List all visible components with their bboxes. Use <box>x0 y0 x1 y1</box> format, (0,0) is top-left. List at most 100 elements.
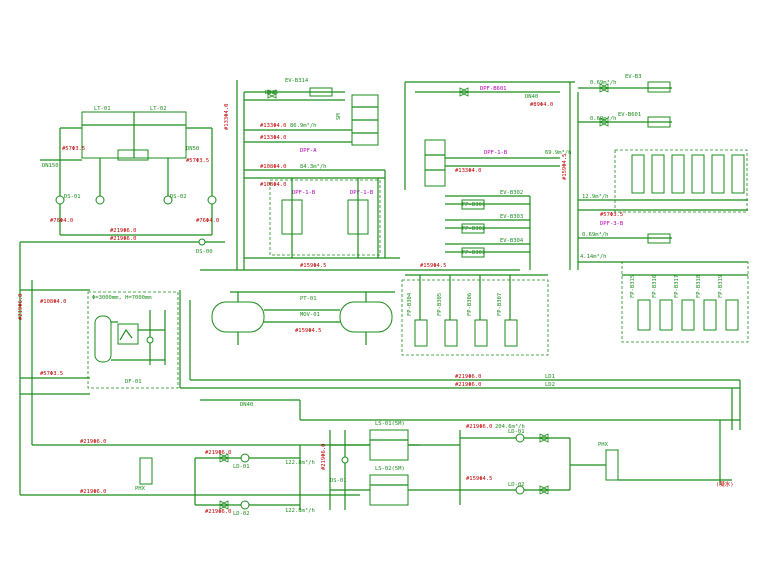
trunk-label-2: #219Φ6.0 <box>455 382 482 388</box>
flow-ahu-2: 84.3m³/h <box>300 163 327 170</box>
df01-label: DF-01 <box>125 379 142 385</box>
pipe-133-r: #133Φ4.0 <box>455 168 482 174</box>
pump-pipe-1: #219Φ6.0 <box>205 450 232 456</box>
header-label-2: #219Φ6.0 <box>110 236 137 242</box>
pipe-label-ds01: #76Φ4.0 <box>50 218 73 224</box>
flow-r-3: 0.69m³/h <box>590 115 617 122</box>
dpf-a-label: DPF-A <box>300 148 317 154</box>
header-label-1: #219Φ6.0 <box>110 228 137 234</box>
fp-mid-4: FP-B307 <box>497 293 503 316</box>
ev-row-3: EV-B304 <box>500 238 524 244</box>
riser-label: #159Φ4.5 <box>562 154 568 181</box>
dn-label-left: DN150 <box>42 163 59 169</box>
flow-r-1: 69.9m³/h <box>545 149 572 156</box>
trunk-ld1: LD1 <box>545 374 555 380</box>
header-159-b: #159Φ4.5 <box>420 263 447 269</box>
pipe-108-a: #108Φ4.0 <box>260 164 287 170</box>
flow-ahu-1: 86.9m³/h <box>290 122 317 129</box>
left-trunk: #219Φ6.0 #108Φ4.0 #57Φ3.5 <box>18 242 90 495</box>
dpf-b-r-label: DPF-1-B <box>484 150 508 156</box>
df01-tank-group: Φ=3000mm, H=7000mm DF-01 <box>87 291 179 389</box>
lt01-label: LT-01 <box>94 106 111 112</box>
ls02-label: LS-02(5M) <box>375 466 405 472</box>
center-top-group: #133Φ4.0 EV-B314 DN25 SM #133Φ4.0 #133Φ4… <box>224 78 400 270</box>
flow-r-4: 12.9m³/h <box>582 193 609 200</box>
fp-right-4: FP-B318 <box>696 275 702 298</box>
lt-tank-group: LT-01 LT-02 DN150 DN50 #57Φ3.5 #57Φ3.5 D… <box>20 106 225 255</box>
trunk-label-1: #219Φ6.0 <box>455 374 482 380</box>
pump-r-pipe: #219Φ6.0 <box>466 424 493 430</box>
pipe-label-ds02: #76Φ4.0 <box>196 218 219 224</box>
fp-row-1: FP-B301 <box>462 202 485 208</box>
fp-row-2: FP-B302 <box>462 226 485 232</box>
pump-ld01-r: LD-01 <box>508 429 525 435</box>
ev-fp-units: EV-B302 FP-B301 EV-B303 FP-B302 EV-B304 … <box>445 190 531 270</box>
pump-r-pipe-2: #159Φ4.5 <box>466 476 493 482</box>
ev-row-2: EV-B303 <box>500 214 523 220</box>
dpf-coil-1: DPF-1-B <box>292 190 316 196</box>
trunk-lines: #219Φ6.0 #219Φ6.0 LD1 LD2 DN40 #219Φ6.0 … <box>20 290 741 496</box>
pump-r-flow: 204.6m³/h <box>495 423 525 430</box>
pump-row-left: LD-01 LD-02 #219Φ6.0 #219Φ6.0 122.8m³/h … <box>135 445 315 517</box>
valve-markers <box>219 83 609 510</box>
pump-ld01: LD-01 <box>233 464 250 470</box>
fp-mid-1: FP-B304 <box>407 292 413 316</box>
dn40-label: DN40 <box>240 402 253 408</box>
mov-header-group: #159Φ4.5 #159Φ4.5 PT-01 MOV-01 #159Φ4.5 <box>200 263 520 345</box>
pump-pipe-2: #219Φ6.0 <box>205 509 232 515</box>
lt02-label: LT-02 <box>150 106 167 112</box>
hx-label: PHX <box>135 486 146 492</box>
pipe-89-r: #89Φ4.0 <box>530 102 553 108</box>
top-right-group: DPF-B601 DN40 #89Φ4.0 DPF-1-B 69.9m³/h #… <box>404 74 748 270</box>
unit-group-mid: FP-B304 FP-B305 FP-B306 FP-B307 <box>401 274 549 356</box>
dn40-r: DN40 <box>525 94 538 100</box>
pt01-label: PT-01 <box>300 296 317 302</box>
ds02-label: DS-02 <box>170 194 187 200</box>
bottom-pipe-1: #219Φ6.0 <box>80 439 107 445</box>
dn-label-right: DN50 <box>186 146 199 152</box>
outlet-label: (凝水) <box>716 480 734 488</box>
ls-ds: DS-01 <box>330 478 347 484</box>
fp-right-2: FP-B316 <box>652 275 658 298</box>
tank-note: Φ=3000mm, H=7000mm <box>92 295 152 301</box>
fp-right-3: FP-B317 <box>674 275 680 298</box>
dpf-coil-2: DPF-1-B <box>350 190 374 196</box>
ahu-pipe-2: #133Φ4.0 <box>260 135 287 141</box>
ds00-label: DS-00 <box>196 249 213 255</box>
flow-r-2: 0.69m³/h <box>590 79 617 86</box>
trunk-note-1: #108Φ4.0 <box>40 299 67 305</box>
pump-row-right: LD-01 LD-02 #219Φ6.0 204.6m³/h #159Φ4.5 … <box>459 420 734 505</box>
ls-pipe: #219Φ6.0 <box>321 444 327 471</box>
flow-r-5: 0.69m³/h <box>582 231 609 238</box>
ahu-pipe-1: #133Φ4.0 <box>260 123 287 129</box>
ev-b314-label: EV-B314 <box>285 78 309 84</box>
mov-label: MOV-01 <box>300 312 320 318</box>
pipe-label-lt-left: #57Φ3.5 <box>62 146 85 152</box>
ev-row-1: EV-B302 <box>500 190 523 196</box>
fp-right-1: FP-B315 <box>630 275 636 298</box>
ev-b601-label: EV-B601 <box>618 112 641 118</box>
ds01-label: DS-01 <box>64 194 81 200</box>
dpf3-label: DPF-3-B <box>600 221 624 227</box>
dn25-a: DN25 <box>265 90 278 96</box>
hx2-label: PHX <box>598 442 609 448</box>
ev-b3-label: EV-B3 <box>625 74 642 80</box>
mov-pipe: #159Φ4.5 <box>295 328 322 334</box>
center-trunk-label: #133Φ4.0 <box>224 104 230 131</box>
dpf-b601-label: DPF-B601 <box>480 86 507 92</box>
pipe-108-b: #108Φ4.0 <box>260 182 287 188</box>
ls01-label: LS-01(5M) <box>375 421 405 427</box>
pipe-label-lt-right: #57Φ3.5 <box>186 158 209 164</box>
pump-flow-2: 122.8m³/h <box>285 507 315 514</box>
pump-ld02-r: LD-02 <box>508 482 525 488</box>
pipe-57-r: #57Φ3.5 <box>600 212 623 218</box>
pump-ld02: LD-02 <box>233 511 250 517</box>
header-159-a: #159Φ4.5 <box>300 263 327 269</box>
fp-right-5: FP-B319 <box>718 275 724 298</box>
fp-mid-3: FP-B306 <box>467 293 473 316</box>
ls-tank-group: LS-01(5M) LS-02(5M) #219Φ6.0 DS-01 <box>321 421 460 510</box>
trunk-label: #219Φ6.0 <box>18 294 24 321</box>
pump-flow-1: 122.8m³/h <box>285 459 315 466</box>
flow-r-6: 4.14m³/h <box>580 253 607 260</box>
